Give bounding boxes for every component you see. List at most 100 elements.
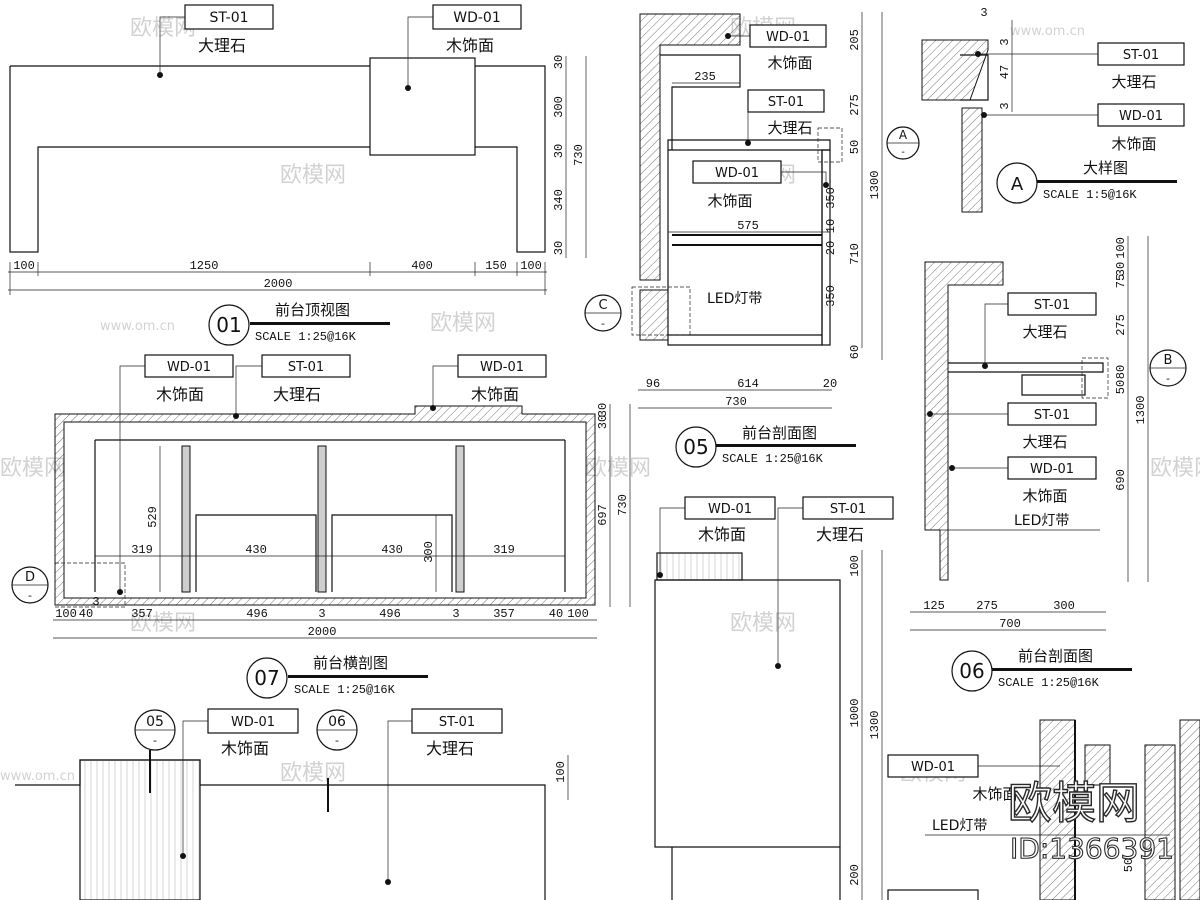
svg-text:300: 300 [422,541,436,563]
svg-text:100: 100 [567,607,589,621]
svg-text:WD-01: WD-01 [453,10,501,26]
svg-text:大理石: 大理石 [426,739,474,758]
svg-text:496: 496 [379,607,401,621]
svg-text:ST-01: ST-01 [1034,298,1070,313]
watermark-brand: 欧模网 [585,456,651,481]
svg-text:SCALE 1:5@16K: SCALE 1:5@16K [1043,188,1137,202]
svg-text:575: 575 [737,219,759,233]
svg-text:WD-01: WD-01 [231,715,275,730]
svg-text:-: - [601,317,605,330]
svg-text:-: - [335,734,339,747]
view-number: 05 [683,435,708,459]
svg-text:357: 357 [493,607,515,621]
view-number: 01 [216,313,241,337]
svg-text:100: 100 [848,555,862,577]
svg-text:3: 3 [998,102,1012,109]
svg-text:275: 275 [976,599,998,613]
svg-text:WD-01: WD-01 [1030,462,1074,477]
svg-text:100: 100 [1114,237,1128,259]
svg-text:350: 350 [824,187,838,209]
svg-text:697: 697 [596,504,610,526]
svg-text:05: 05 [146,714,164,730]
view-title: 前台横剖图 [313,654,388,672]
svg-text:319: 319 [131,543,153,557]
svg-text:3: 3 [998,38,1012,45]
watermark-brand: 欧模网 [130,611,196,636]
svg-text:ST-01: ST-01 [1034,408,1070,423]
svg-text:700: 700 [999,617,1021,631]
svg-text:大理石: 大理石 [1022,323,1067,341]
svg-text:529: 529 [146,506,160,528]
svg-text:大理石: 大理石 [1111,73,1156,91]
svg-text:WD-01: WD-01 [1119,109,1163,124]
svg-text:430: 430 [245,543,267,557]
watermark-url: www.om.cn [100,319,175,334]
svg-text:3: 3 [452,607,459,621]
svg-text:D: D [25,570,35,585]
view-number: 06 [959,659,984,683]
svg-text:30: 30 [552,144,566,158]
svg-text:木饰面: 木饰面 [1111,135,1156,153]
svg-text:40: 40 [549,607,563,621]
svg-text:125: 125 [923,599,945,613]
svg-text:ST-01: ST-01 [1123,48,1159,63]
view-title: 前台顶视图 [275,301,350,319]
svg-text:SCALE 1:25@16K: SCALE 1:25@16K [998,676,1100,690]
svg-text:40: 40 [79,607,93,621]
svg-text:WD-01: WD-01 [708,502,752,517]
tag-wd01 [432,4,522,30]
svg-text:75: 75 [1114,274,1128,288]
svg-text:100: 100 [13,259,35,273]
svg-text:SCALE 1:25@16K: SCALE 1:25@16K [722,452,824,466]
view-05-section: C - LED灯带 A - WD-01 木饰面 ST-01 大理石 WD-01 … [584,12,920,468]
view-06-section: B - ST-01 大理石 ST-01 大理石 WD-01 木饰面 LED灯带 … [910,236,1187,692]
svg-text:-: - [901,147,905,158]
svg-text:730: 730 [616,494,630,516]
svg-text:大理石: 大理石 [198,36,246,55]
svg-text:319: 319 [493,543,515,557]
watermark-brand: 欧模网 [280,163,346,188]
svg-text:235: 235 [694,70,716,84]
svg-text:大理石: 大理石 [816,525,864,544]
svg-text:30: 30 [552,55,566,69]
svg-text:30: 30 [596,415,610,429]
view-title: 前台剖面图 [1018,647,1093,665]
label-led: LED灯带 [707,291,762,307]
view-number: A [1011,174,1024,195]
svg-text:60: 60 [848,345,862,359]
svg-text:ST-01: ST-01 [768,95,804,110]
svg-text:150: 150 [485,259,507,273]
svg-text:木饰面: 木饰面 [471,385,519,404]
svg-text:400: 400 [411,259,433,273]
svg-text:C: C [598,298,607,313]
svg-text:LED灯带: LED灯带 [932,818,987,834]
svg-text:20: 20 [824,241,838,255]
svg-text:WD-01: WD-01 [167,360,211,375]
svg-text:205: 205 [848,29,862,51]
detail-a: 3 3 47 3 ST-01 大理石 WD-01 木饰面 A 大样图 SCALE… [921,6,1185,213]
svg-text:300: 300 [552,96,566,118]
svg-text:1000: 1000 [848,699,862,728]
elevation-bottom-middle: WD-01 木饰面 ST-01 大理石 100 1000 1300 200 [654,496,894,900]
svg-text:1300: 1300 [868,171,882,200]
svg-text:350: 350 [824,285,838,307]
svg-text:10: 10 [824,219,838,233]
svg-text:ST-01: ST-01 [439,715,475,730]
svg-text:1250: 1250 [190,259,219,273]
svg-text:30: 30 [1114,262,1128,276]
svg-text:690: 690 [1114,469,1128,491]
svg-text:50: 50 [1122,858,1136,872]
svg-text:WD-01: WD-01 [480,360,524,375]
svg-text:-: - [153,734,157,747]
svg-text:50: 50 [848,140,862,154]
svg-text:SCALE 1:25@16K: SCALE 1:25@16K [294,683,396,697]
svg-text:ST-01: ST-01 [288,360,324,375]
view-title: 前台剖面图 [742,424,817,442]
svg-text:木饰面: 木饰面 [698,525,746,544]
svg-text:WD-01: WD-01 [715,166,759,181]
svg-text:大理石: 大理石 [273,385,321,404]
svg-text:50: 50 [1114,380,1128,394]
svg-text:100: 100 [520,259,542,273]
watermark-url: www.om.cn [1010,24,1085,39]
svg-text:200: 200 [848,864,862,886]
